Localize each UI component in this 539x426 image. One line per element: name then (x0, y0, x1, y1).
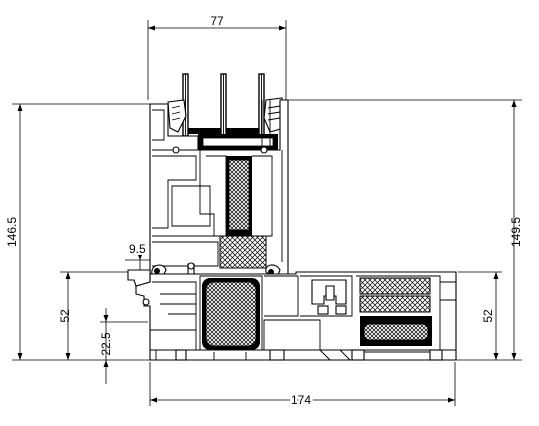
dimension-left-lower-label: 52 (58, 309, 72, 323)
sash-thermal-break (219, 235, 267, 269)
dimension-left-height-label: 146.5 (5, 217, 19, 247)
dimension-right-lower-label: 52 (481, 309, 495, 323)
frame-insulation-core (202, 278, 260, 350)
dimension-left-bottom-label: 22.5 (99, 332, 113, 356)
dimension-right-height-label: 149.5 (509, 217, 523, 247)
dimension-top-width: 77 (147, 14, 287, 100)
dimension-top-width-label: 77 (210, 14, 224, 28)
dimension-bottom-width: 174 (149, 362, 456, 409)
frame-left-nose (127, 269, 151, 306)
frame-bottom-feet (175, 349, 443, 361)
dimension-left-height: 146.5 (5, 103, 170, 361)
frame-hardware-channel (311, 279, 347, 315)
dimension-right-height: 149.5 (284, 99, 523, 361)
glazing-unit (182, 73, 278, 150)
frame-thermal-barrier (359, 277, 432, 346)
sash-insulation-bar (226, 156, 252, 236)
dimension-small-gap-label: 9.5 (129, 242, 146, 256)
dimension-bottom-width-label: 174 (291, 393, 311, 407)
dimension-right-lower: 52 (458, 271, 502, 360)
glazing-gasket-left (167, 99, 187, 133)
dimension-left-bottom: 22.5 (99, 308, 148, 384)
